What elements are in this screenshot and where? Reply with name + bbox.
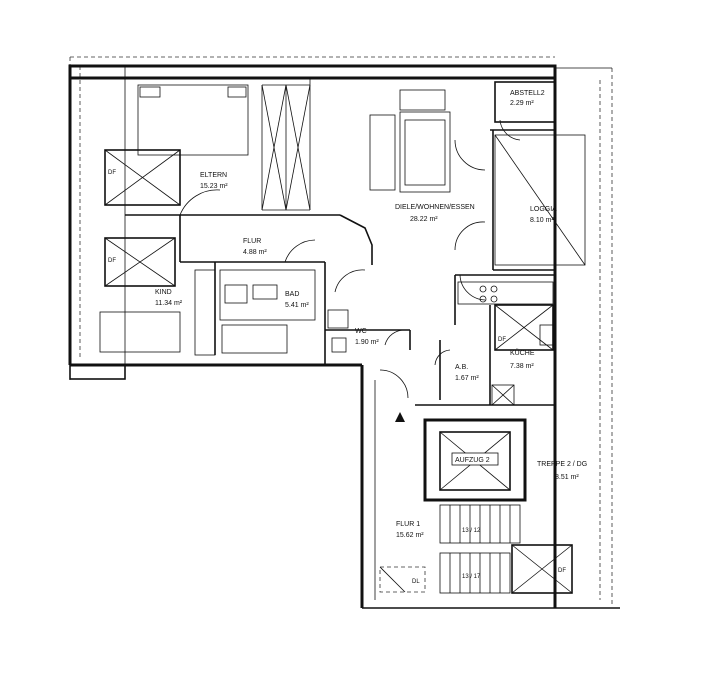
skylight-kind: DF: [104, 237, 176, 287]
room-label-kueche: KÜCHE 7.38 m²: [510, 349, 535, 370]
room-area: 7.38 m²: [510, 363, 534, 370]
exterior-walls: [68, 64, 557, 608]
room-area: 15.62 m²: [396, 532, 424, 539]
stair-small-box: [491, 384, 515, 406]
room-label-loggia: LOGGIA 8.10 m²: [530, 206, 557, 224]
room-name: LOGGIA: [530, 206, 557, 213]
bath-fixtures: [194, 269, 349, 356]
df-label: DF: [108, 258, 116, 264]
room-label-abstell: ABSTELL2 2.29 m²: [510, 90, 545, 107]
entry-arrow: [395, 412, 405, 422]
room-label-flur: FLUR 4.88 m²: [243, 238, 267, 256]
df-label: DF: [558, 568, 566, 574]
bed-kind: [99, 311, 181, 353]
room-name: ABSTELL2: [510, 90, 545, 97]
room-label-aufzug: AUFZUG 2: [451, 452, 499, 466]
bed-eltern: [137, 84, 249, 156]
room-label-ab: A.B. 1.67 m²: [455, 364, 479, 382]
stairs-upper: 13 / 12: [439, 504, 521, 544]
loggia-area: [494, 134, 586, 266]
room-label-eltern: ELTERN 15.23 m²: [200, 172, 228, 190]
room-area: 2.29 m²: [510, 100, 534, 107]
skylight-eltern: DF: [104, 149, 181, 206]
dl-label: DL: [412, 579, 420, 585]
stairs-lower: 13 / 17: [439, 552, 511, 594]
room-area: 4.88 m²: [243, 249, 267, 256]
room-name: KÜCHE: [510, 349, 535, 357]
doors: [179, 119, 521, 399]
room-label-bad: BAD 5.41 m²: [285, 291, 309, 309]
dl-box: DL: [379, 566, 426, 593]
room-name: FLUR: [243, 238, 261, 245]
room-name: A.B.: [455, 364, 468, 371]
room-area: 28.22 m²: [410, 216, 438, 223]
room-area: 5.41 m²: [285, 302, 309, 309]
room-area: 11.34 m²: [155, 300, 183, 307]
room-name: ELTERN: [200, 172, 227, 179]
roof-outline: [69, 56, 613, 605]
stair-count: 13 / 17: [462, 574, 481, 580]
room-name: DIELE/WOHNEN/ESSEN: [395, 204, 475, 211]
skylight-kueche: DF: [494, 304, 554, 351]
stair-count: 13 / 12: [462, 528, 481, 534]
room-label-treppe: TREPPE 2 / DG 8.51 m²: [537, 461, 587, 481]
room-area: 15.23 m²: [200, 183, 228, 190]
skylight-treppe: DF: [511, 544, 573, 594]
room-label-diele: DIELE/WOHNEN/ESSEN 28.22 m²: [395, 204, 475, 223]
room-label-flur1: FLUR 1 15.62 m²: [396, 521, 424, 539]
room-area: 1.67 m²: [455, 375, 479, 382]
df-label: DF: [108, 170, 116, 176]
kitchen-counter: [457, 281, 555, 346]
wardrobe: [261, 84, 311, 211]
room-name: WC: [355, 328, 367, 335]
room-label-wc: WC 1.90 m²: [355, 328, 379, 346]
room-area: 8.51 m²: [555, 474, 579, 481]
room-name: FLUR 1: [396, 521, 420, 528]
room-name: TREPPE 2 / DG: [537, 461, 587, 468]
room-name: KIND: [155, 289, 172, 296]
room-label-kind: KIND 11.34 m²: [155, 289, 183, 307]
df-label: DF: [498, 337, 506, 343]
interior-walls: [125, 78, 556, 406]
room-area: 8.10 m²: [530, 217, 554, 224]
room-name: BAD: [285, 291, 299, 298]
elevator-shaft: [423, 418, 527, 502]
room-area: 1.90 m²: [355, 339, 379, 346]
living-furniture: [369, 89, 451, 193]
room-name: AUFZUG 2: [455, 457, 490, 464]
